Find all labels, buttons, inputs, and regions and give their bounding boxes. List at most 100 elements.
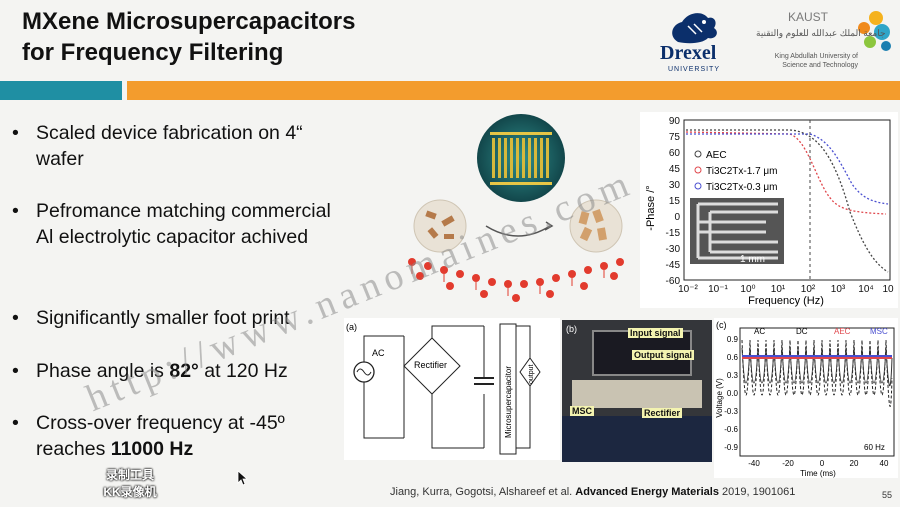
header-bar-orange bbox=[127, 81, 900, 100]
y-tick: 30 bbox=[669, 180, 681, 191]
kaust-arabic-name: جامعة الملك عبدالله للعلوم والتقنية bbox=[756, 28, 886, 38]
x-tick: 10¹ bbox=[771, 284, 786, 295]
panel-label-c: (c) bbox=[716, 320, 727, 330]
legend-marker bbox=[694, 182, 702, 190]
legend-entry: MSC bbox=[870, 327, 888, 336]
dragon-icon bbox=[672, 13, 717, 44]
legend-entry: AC bbox=[754, 327, 765, 336]
ac-label: AC bbox=[372, 348, 385, 358]
legend-entry: AEC bbox=[834, 327, 851, 336]
y-tick: 0 bbox=[674, 212, 680, 223]
crossover-frequency-value: 11000 Hz bbox=[110, 438, 194, 460]
recorder-badge: 录制工具 KK录像机 bbox=[85, 466, 175, 506]
y-tick: 15 bbox=[669, 196, 681, 207]
legend-marker bbox=[694, 166, 702, 174]
x-tick: 40 bbox=[880, 459, 889, 468]
y-tick: -0.3 bbox=[724, 407, 738, 416]
legend-entry: AEC bbox=[706, 150, 727, 161]
citation-authors: Jiang, Kurra, Gogotsi, Alshareef et al. bbox=[390, 486, 576, 498]
monitor-readout bbox=[562, 416, 712, 462]
page-number: 55 bbox=[882, 490, 893, 500]
header-bar-teal bbox=[0, 81, 122, 100]
circuit-diagram: (a) AC Rectifier Microsupercapacitor out… bbox=[344, 318, 560, 460]
y-tick: 60 bbox=[669, 148, 681, 159]
kaust-logo: KAUST جامعة الملك عبدالله للعلوم والتقني… bbox=[748, 6, 894, 76]
y-tick: 45 bbox=[669, 164, 681, 175]
drexel-wordmark: Drexel bbox=[660, 42, 717, 64]
x-tick: 10⁴ bbox=[858, 284, 873, 295]
bullet-dot-icon: • bbox=[12, 360, 19, 382]
x-tick: 10² bbox=[801, 284, 816, 295]
panel-label-a: (a) bbox=[346, 322, 357, 332]
y-tick: -30 bbox=[666, 244, 681, 255]
voltage-time-chart: (c) AC DC AEC MSC 0.9 0.6 0.3 0.0 -0.3 -… bbox=[714, 318, 898, 478]
legend-marker bbox=[694, 150, 702, 158]
y-tick: 0.0 bbox=[727, 389, 739, 398]
slide-title-line1: MXene Microsupercapacitors bbox=[22, 8, 356, 35]
x-tick: 10 bbox=[882, 284, 894, 295]
legend-entry: DC bbox=[796, 327, 808, 336]
bullet-text: Phase angle is 82° at 120 Hz bbox=[36, 360, 288, 382]
x-axis-label: Time (ms) bbox=[800, 469, 836, 478]
y-tick: 75 bbox=[669, 132, 681, 143]
output-label: output bbox=[528, 364, 535, 384]
y-tick: 0.3 bbox=[727, 371, 739, 380]
bullet-text: Pefromance matching commercial Al electr… bbox=[36, 200, 331, 248]
x-axis-label: Frequency (Hz) bbox=[748, 295, 824, 307]
rectifier-photo-label: Rectifier bbox=[642, 408, 683, 418]
breadboard bbox=[572, 380, 702, 408]
legend-entry: Ti3C2Tx-1.7 μm bbox=[706, 166, 778, 177]
y-tick: -15 bbox=[666, 228, 681, 239]
recorder-badge-line1: 录制工具 bbox=[105, 468, 154, 482]
x-tick: 10³ bbox=[831, 284, 846, 295]
y-tick: -0.9 bbox=[724, 443, 738, 452]
x-tick: 20 bbox=[850, 459, 859, 468]
y-tick: 0.6 bbox=[727, 353, 739, 362]
dipole-illustration bbox=[408, 199, 624, 302]
x-tick: 10⁰ bbox=[740, 284, 755, 295]
y-tick: 0.9 bbox=[727, 335, 739, 344]
bullet-text: Significantly smaller foot print bbox=[36, 307, 290, 329]
msc-label: Microsupercapacitor bbox=[504, 366, 513, 438]
rectifier-label: Rectifier bbox=[414, 360, 447, 370]
x-tick: 10⁻¹ bbox=[708, 284, 728, 295]
series-thick bbox=[685, 131, 887, 215]
y-tick: 90 bbox=[669, 116, 681, 127]
drexel-subtitle: UNIVERSITY bbox=[668, 66, 721, 73]
kaust-english-name: King Abdullah University of Science and … bbox=[774, 53, 858, 69]
panel-label-b: (b) bbox=[566, 324, 577, 334]
scale-bar-label: 1 mm bbox=[740, 254, 765, 265]
y-axis-label: Voltage (V) bbox=[715, 378, 724, 418]
bullet-text: Cross-over frequency at -45º reaches 110… bbox=[36, 412, 285, 460]
x-tick: 10⁻² bbox=[678, 284, 698, 295]
x-tick: -40 bbox=[748, 459, 760, 468]
legend-entry: Ti3C2Tx-0.3 μm bbox=[706, 182, 778, 193]
citation-journal: Advanced Energy Materials bbox=[575, 486, 719, 498]
slide-title: MXene Microsupercapacitors for Frequency… bbox=[22, 6, 355, 68]
mouse-cursor-icon bbox=[237, 470, 249, 486]
bullet-dot-icon: • bbox=[12, 122, 19, 144]
wafer-image bbox=[477, 114, 565, 202]
x-tick: -20 bbox=[782, 459, 794, 468]
citation: Jiang, Kurra, Gogotsi, Alshareef et al. … bbox=[390, 486, 795, 498]
y-tick: -0.6 bbox=[724, 425, 738, 434]
kaust-emblem-icon bbox=[858, 11, 891, 51]
oscilloscope-photo: (b) Input signal Output signal MSC Recti… bbox=[562, 320, 712, 462]
y-tick: -60 bbox=[666, 276, 681, 287]
y-tick: -45 bbox=[666, 260, 681, 271]
phase-frequency-chart: 90 75 60 45 30 15 0 -15 -30 -45 -60 10⁻²… bbox=[640, 112, 898, 308]
slide-title-line2: for Frequency Filtering bbox=[22, 39, 284, 66]
input-signal-label: Input signal bbox=[628, 328, 683, 338]
bullet-dot-icon: • bbox=[12, 200, 19, 222]
recorder-badge-line2: KK录像机 bbox=[103, 485, 157, 499]
phase-angle-value: 82° bbox=[169, 360, 199, 382]
y-axis-label: -Phase /° bbox=[645, 185, 657, 230]
kaust-wordmark: KAUST bbox=[788, 10, 829, 24]
bullet-text: Scaled device fabrication on 4“ wafer bbox=[36, 122, 303, 170]
bullet-dot-icon: • bbox=[12, 412, 19, 434]
bullet-dot-icon: • bbox=[12, 307, 19, 329]
frequency-label: 60 Hz bbox=[864, 443, 885, 452]
series-dc bbox=[741, 347, 893, 386]
citation-rest: 2019, 1901061 bbox=[718, 486, 796, 498]
x-tick: 0 bbox=[820, 459, 825, 468]
